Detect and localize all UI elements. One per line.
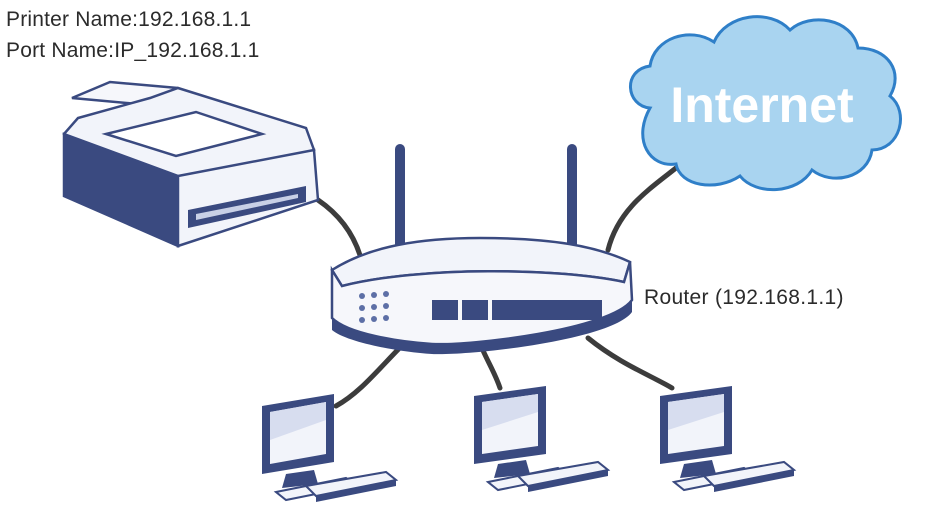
router-icon (330, 144, 634, 355)
router-port-2 (462, 300, 488, 320)
cable-internet-router (605, 165, 679, 253)
router-label: Router (192.168.1.1) (644, 286, 844, 309)
printer-icon (62, 80, 320, 248)
printer-info: Printer Name:192.168.1.1 Port Name:IP_19… (6, 4, 259, 66)
cable-printer-router (315, 197, 365, 265)
router-port-1 (432, 300, 458, 320)
router-port-bar (492, 300, 602, 320)
computer-icon-right (660, 386, 797, 492)
computer-icon-left (262, 394, 399, 502)
printer-name-label: Printer Name:192.168.1.1 (6, 8, 252, 31)
internet-cloud-icon (629, 15, 902, 191)
router-vent-dots (359, 291, 389, 323)
computer-icon-center (474, 386, 611, 492)
cable-router-pc-right (585, 335, 675, 391)
internet-label: Internet (670, 77, 854, 133)
router-antenna-right (567, 144, 577, 252)
port-name-label: Port Name:IP_192.168.1.1 (6, 39, 260, 62)
router-antenna-left (395, 144, 405, 252)
